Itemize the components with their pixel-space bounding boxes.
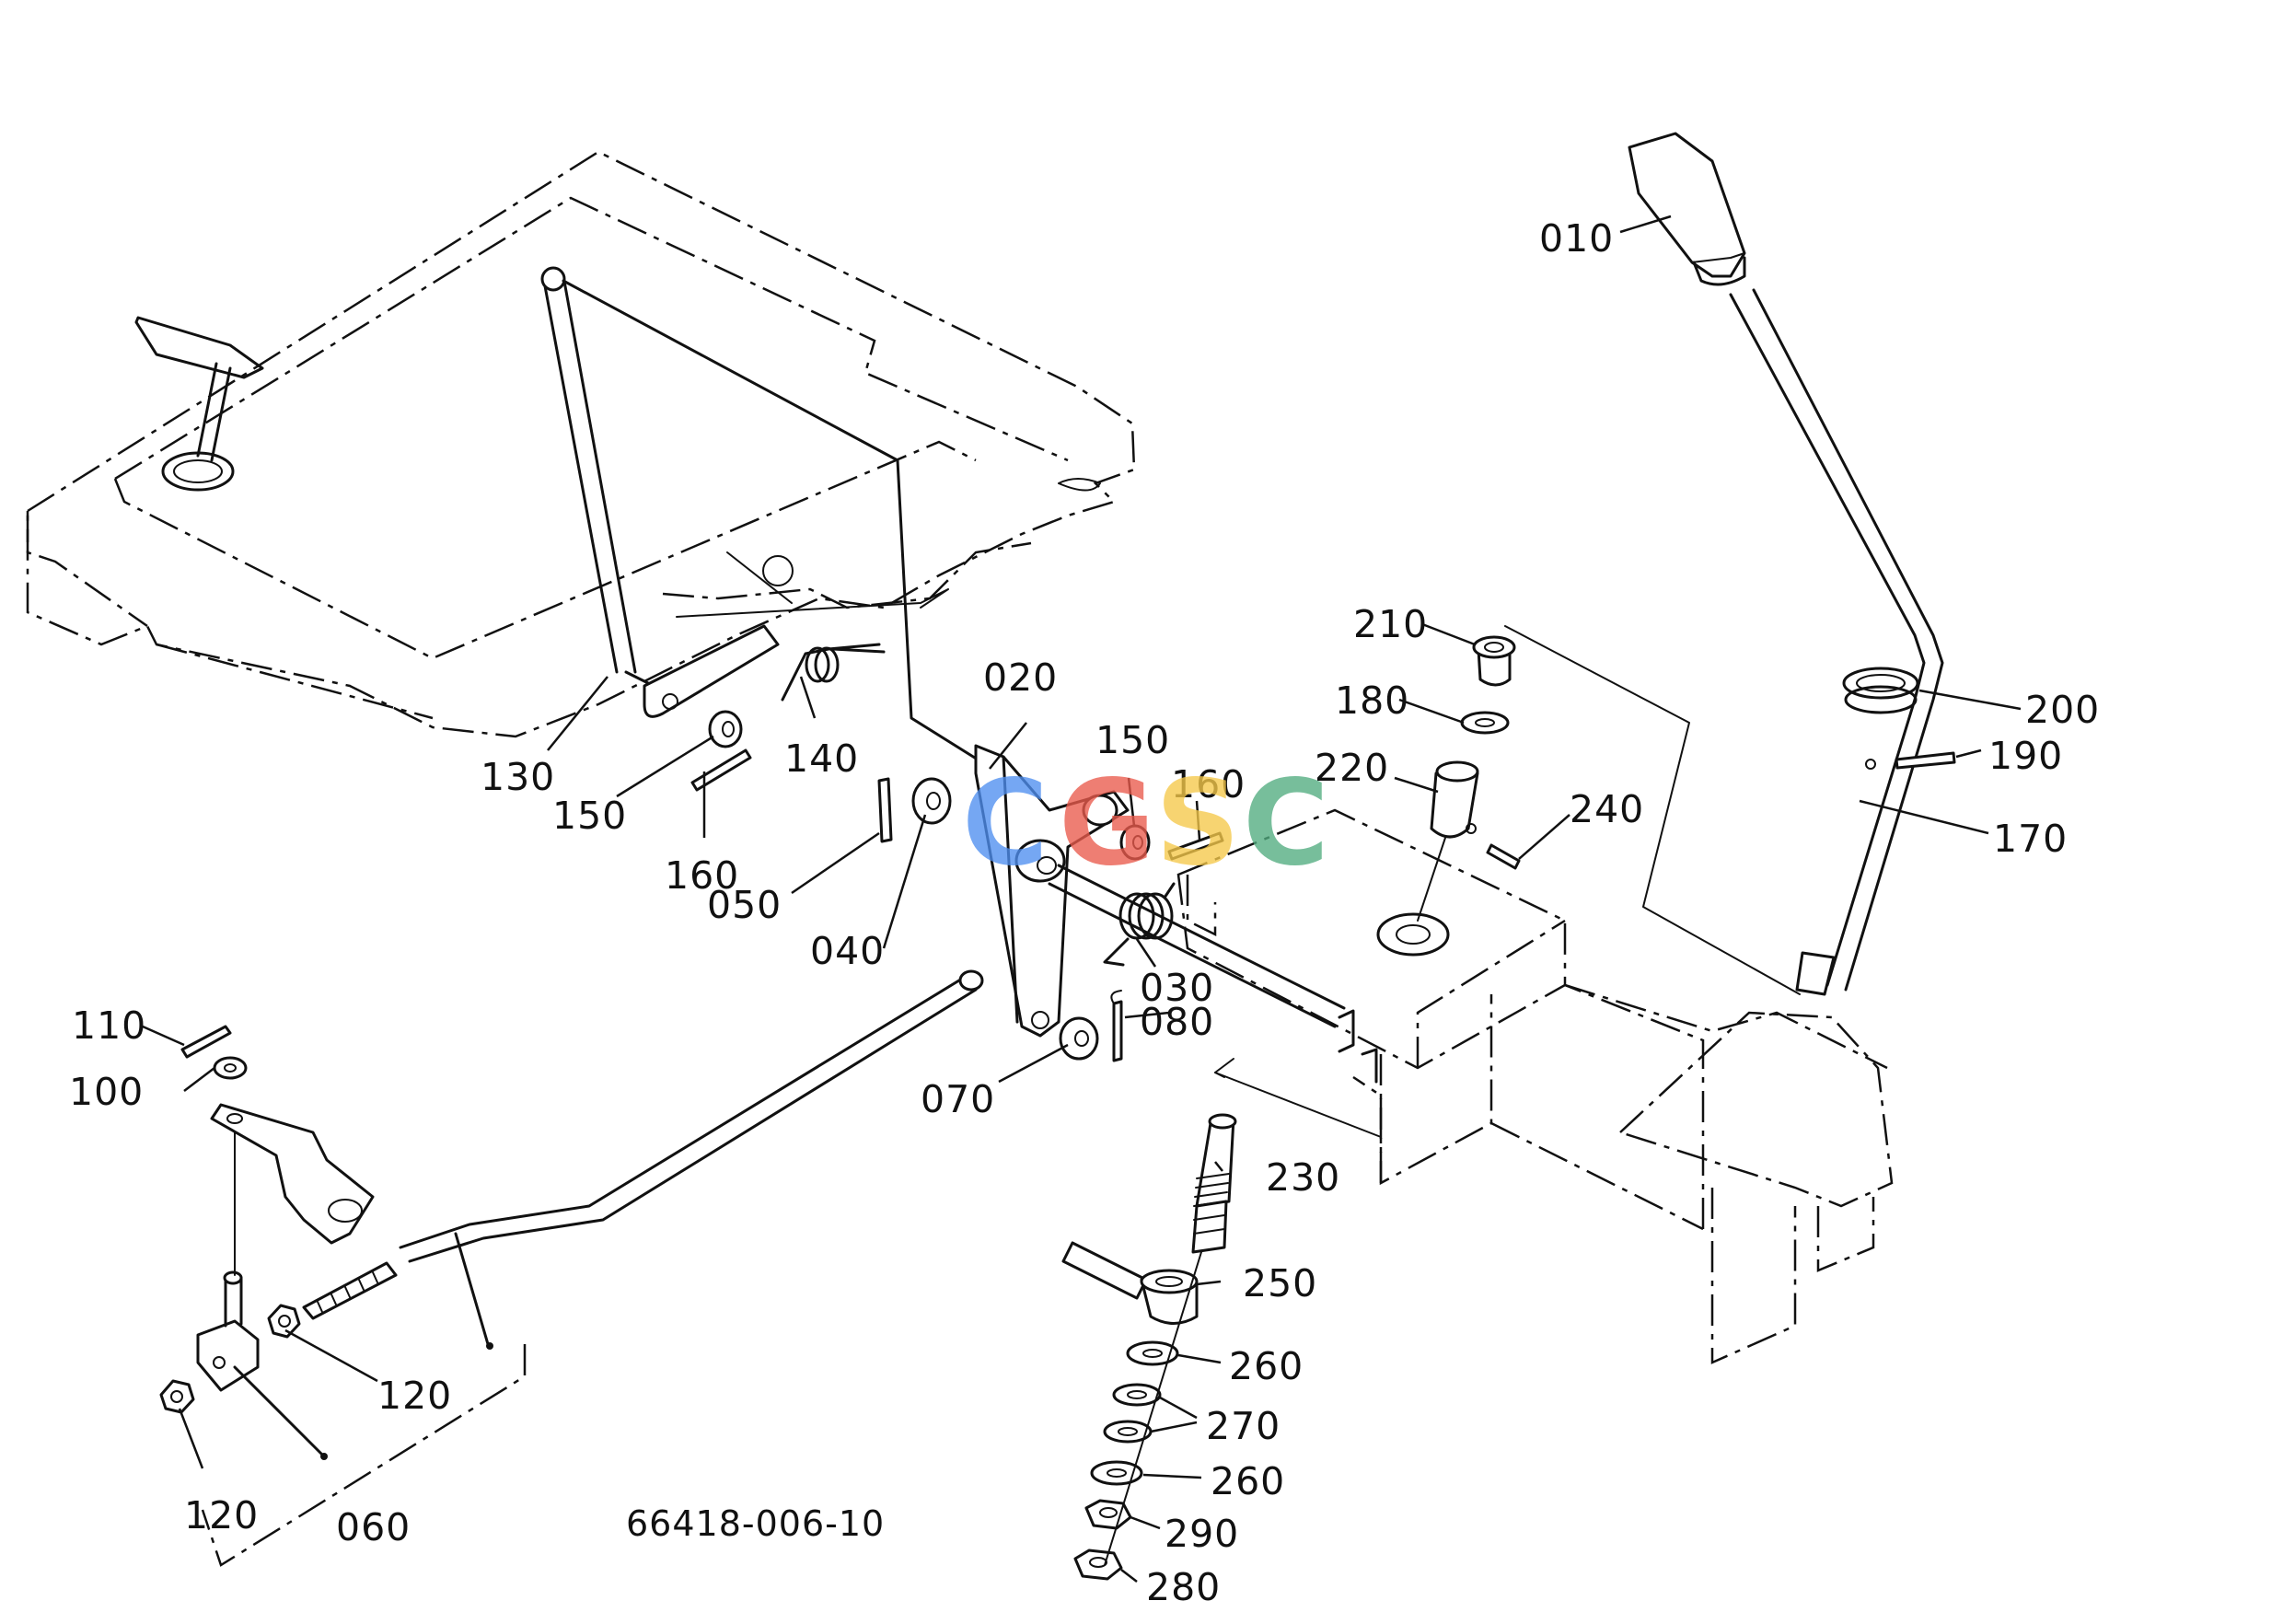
part-label-160-right: 160 xyxy=(1171,762,1246,806)
part-label-200: 200 xyxy=(2025,688,2100,732)
part-label-010: 010 xyxy=(1539,216,1614,261)
part-label-150-left: 150 xyxy=(552,794,627,838)
clevis-bracket xyxy=(196,1118,328,1460)
pin-160-right xyxy=(1167,831,1224,861)
nut-280 xyxy=(1073,1549,1123,1581)
washer-260-lower xyxy=(1090,1460,1143,1486)
part-label-100: 100 xyxy=(69,1070,144,1114)
part-label-140: 140 xyxy=(784,737,859,781)
drawing-number: 66418-006-10 xyxy=(626,1503,885,1544)
pin-080 xyxy=(1110,990,1123,1062)
link-plate xyxy=(643,551,949,718)
part-label-230: 230 xyxy=(1266,1155,1340,1200)
washer-150-right xyxy=(1119,824,1151,861)
part-label-180: 180 xyxy=(1335,679,1409,723)
part-label-110: 110 xyxy=(72,1003,146,1048)
washer-070 xyxy=(1059,1016,1099,1061)
part-label-130: 130 xyxy=(481,755,555,799)
part-label-020: 020 xyxy=(983,655,1058,700)
washer-180 xyxy=(1460,711,1510,735)
part-label-070: 070 xyxy=(921,1077,995,1121)
shift-lever-170 xyxy=(1729,288,1944,996)
pin-160-left xyxy=(690,748,752,792)
part-label-290: 290 xyxy=(1165,1512,1239,1556)
washer-040 xyxy=(911,777,952,825)
nut-120-upper xyxy=(267,1304,301,1339)
pedal xyxy=(134,316,264,492)
part-label-120-left: 120 xyxy=(184,1493,259,1537)
stud-230 xyxy=(1191,1113,1237,1254)
spring-030 xyxy=(1103,882,1176,967)
watermark-letter-3: S xyxy=(1155,755,1240,892)
part-label-240: 240 xyxy=(1570,787,1644,831)
part-label-120-right: 120 xyxy=(377,1374,452,1418)
grommet-200 xyxy=(1842,667,1919,714)
part-label-250: 250 xyxy=(1243,1261,1317,1305)
step-panel-outline xyxy=(26,150,1136,738)
watermark-letter-4: C xyxy=(1243,755,1329,892)
washer-100 xyxy=(213,1056,248,1080)
nut-120-lower xyxy=(159,1379,195,1414)
pin-050 xyxy=(877,777,893,843)
rod-130 xyxy=(540,266,987,766)
threaded-end xyxy=(302,1261,398,1320)
part-label-220: 220 xyxy=(1315,746,1389,790)
watermark: C G S C xyxy=(962,755,1329,892)
washer-270-a xyxy=(1112,1383,1162,1407)
part-label-260-upper: 260 xyxy=(1229,1344,1304,1388)
part-label-280: 280 xyxy=(1146,1565,1221,1609)
reference-lines xyxy=(1214,625,1801,1138)
mount-bracket xyxy=(1176,808,1894,1364)
pin-110 xyxy=(180,1025,232,1059)
bushing-210 xyxy=(1472,635,1516,687)
part-label-260-lower: 260 xyxy=(1211,1459,1285,1503)
part-label-160-left: 160 xyxy=(665,853,739,898)
part-label-060: 060 xyxy=(336,1505,411,1549)
washer-260-upper xyxy=(1126,1340,1179,1366)
pin-190 xyxy=(1895,751,1956,770)
part-label-080: 080 xyxy=(1140,1000,1214,1044)
part-label-270: 270 xyxy=(1206,1404,1281,1448)
part-label-150-right: 150 xyxy=(1095,718,1170,762)
pin-240 xyxy=(1486,843,1521,870)
part-label-170: 170 xyxy=(1993,817,2068,861)
spring-140 xyxy=(781,643,886,702)
rod-060 xyxy=(201,969,984,1567)
washer-150-left xyxy=(708,710,743,748)
part-label-050: 050 xyxy=(707,883,782,927)
knob-010 xyxy=(1628,132,1746,286)
leader-lines xyxy=(142,215,2022,1583)
watermark-letter-2: G xyxy=(1059,755,1155,892)
part-label-190: 190 xyxy=(1988,734,2063,778)
block-250 xyxy=(1061,1241,1199,1325)
part-label-210: 210 xyxy=(1353,602,1428,646)
part-labels: 010 020 030 040 050 060 070 080 100 110 … xyxy=(69,216,2100,1609)
watermark-letter-1: C xyxy=(962,755,1049,892)
arm-bracket xyxy=(210,1103,375,1245)
lever-020 xyxy=(974,744,1346,1038)
stack-axis xyxy=(1104,1251,1202,1566)
sleeve-220 xyxy=(1417,760,1479,922)
part-label-030: 030 xyxy=(1140,966,1214,1010)
part-label-040: 040 xyxy=(810,929,885,973)
